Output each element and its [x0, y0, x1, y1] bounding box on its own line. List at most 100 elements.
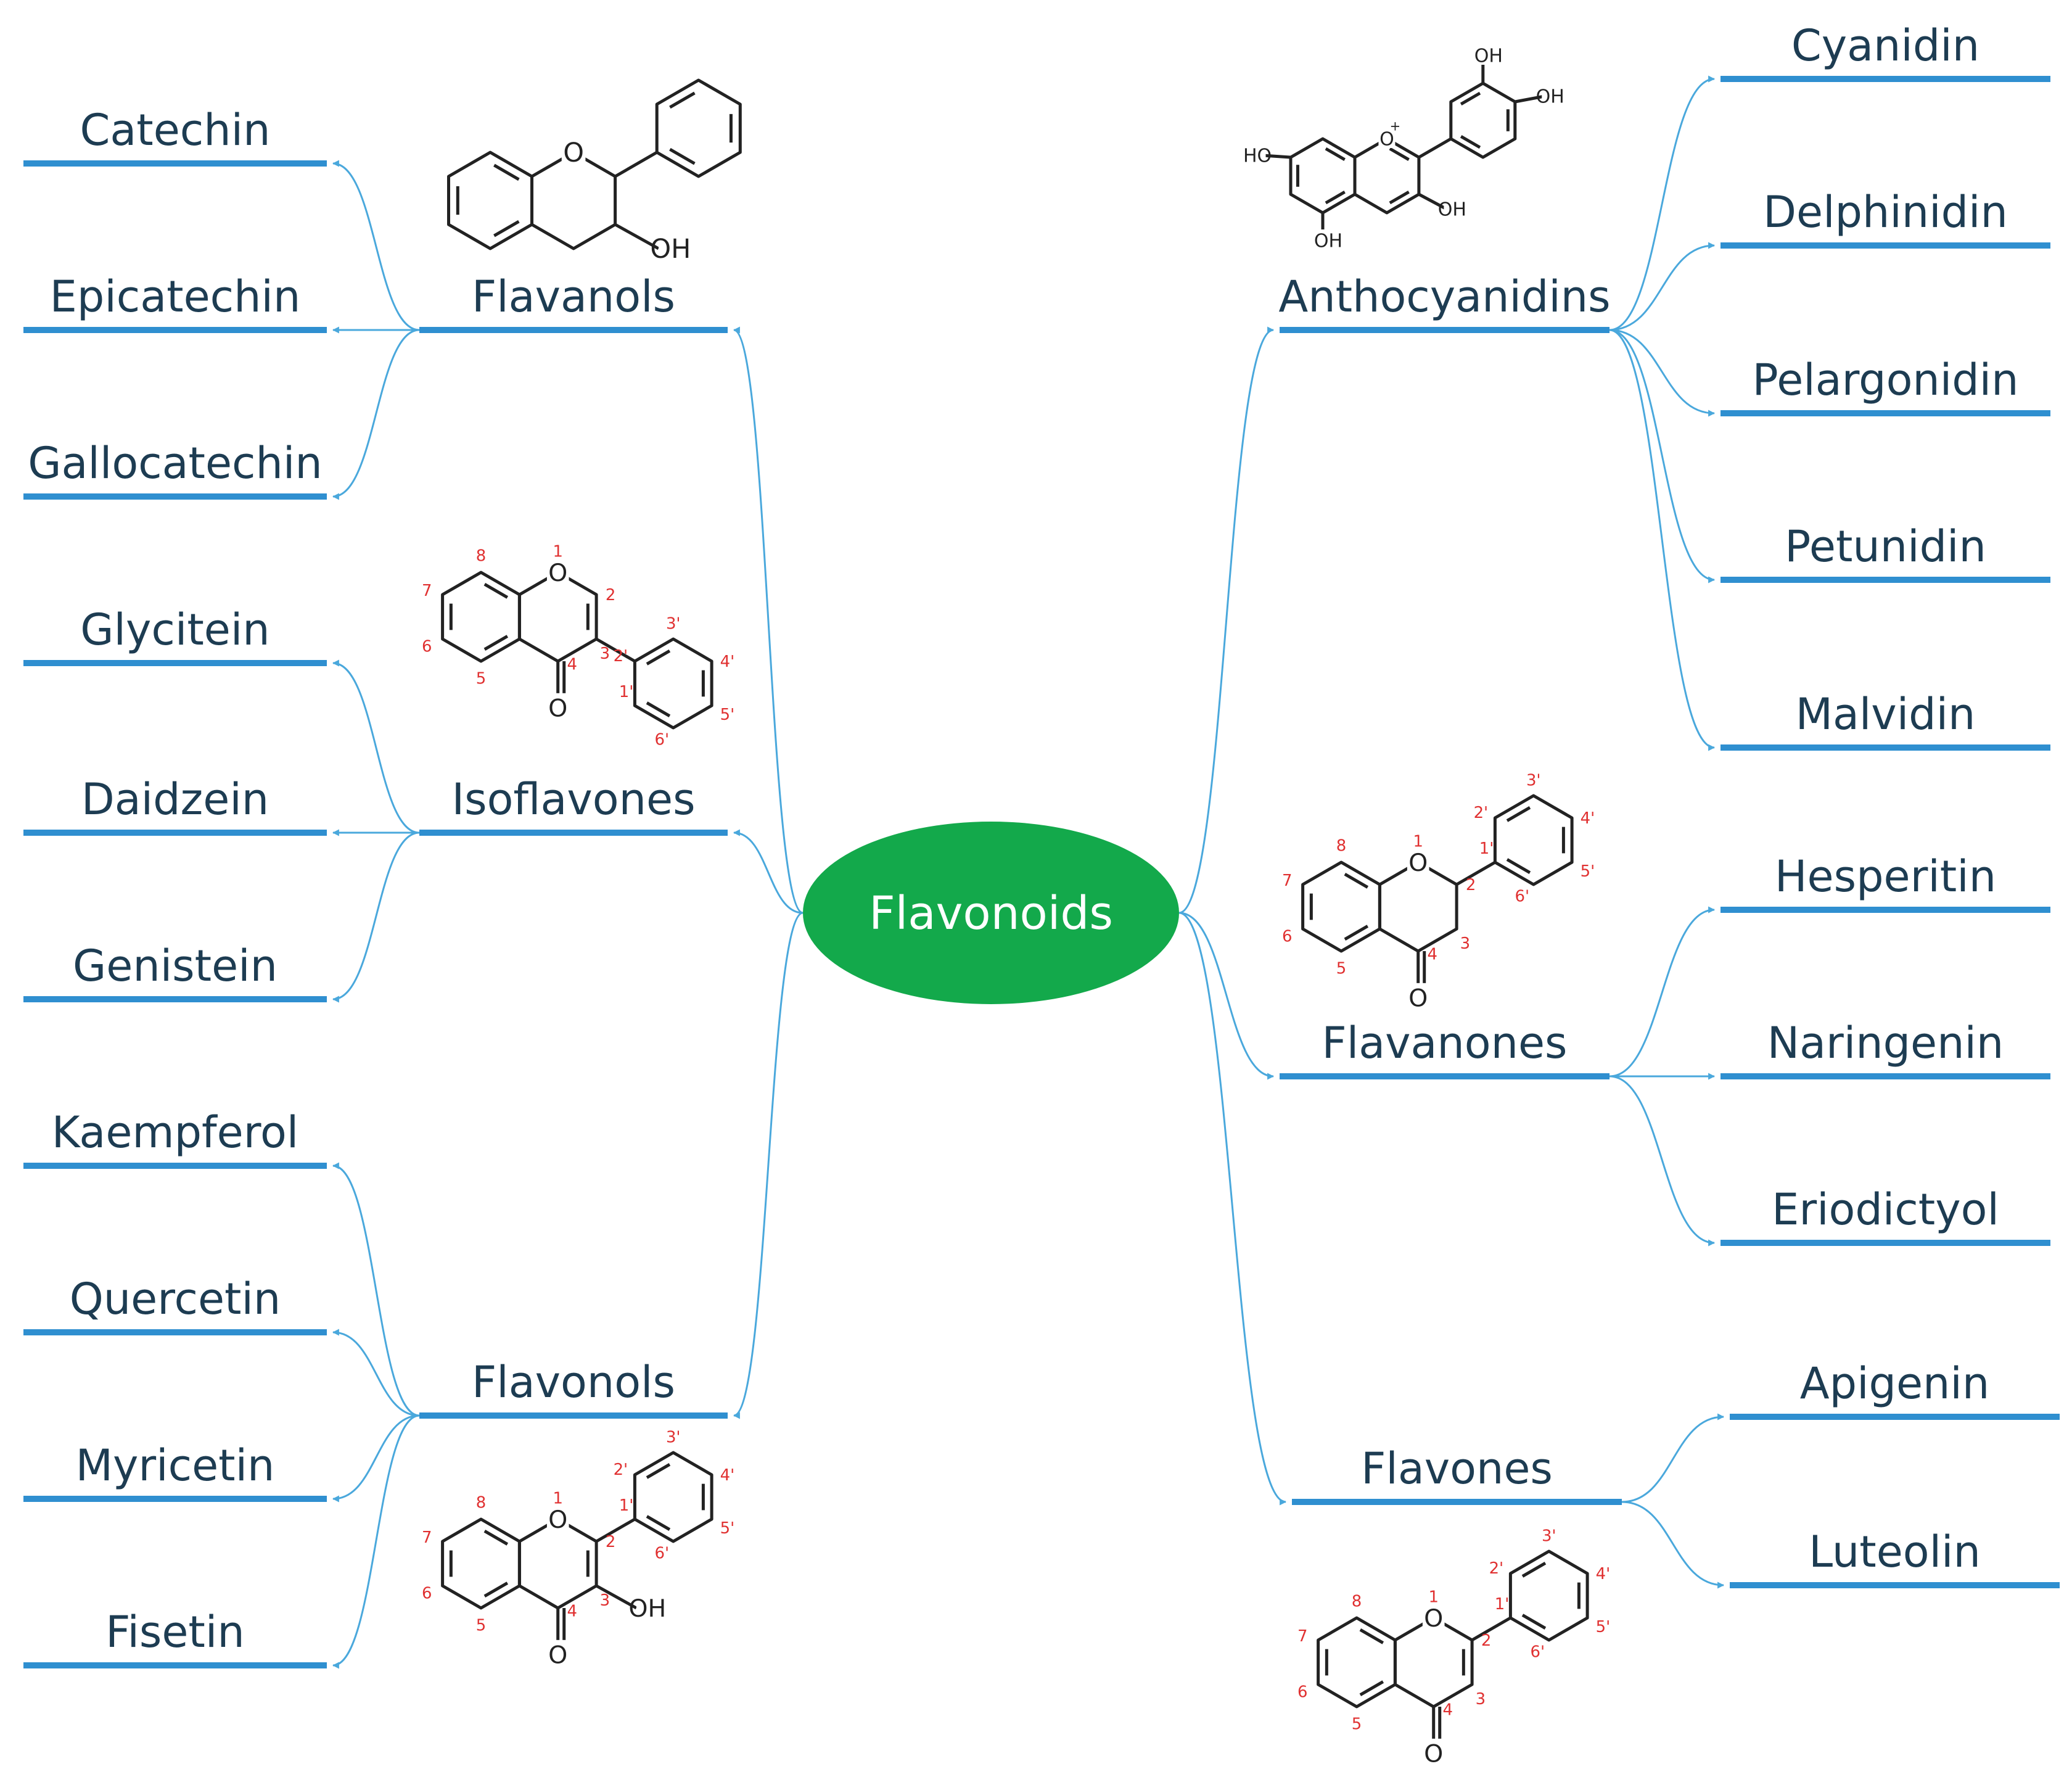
- flavones-number-6: 6: [1297, 1683, 1307, 1702]
- anthocyanidins-bond-phenyl: [1418, 137, 1452, 159]
- flavanones-ring-o-bg: [1407, 847, 1429, 875]
- flavones-ring-o-bg: [1422, 1603, 1445, 1630]
- connector-flavonols-myricetin: [332, 1414, 420, 1503]
- flavanols-oh: OH: [650, 234, 691, 265]
- connector-flavanones-eriodictyol: [1609, 1075, 1716, 1247]
- anthocyanidins-oh-4p: OH: [1536, 86, 1564, 108]
- flavonols-bond-a2: [483, 1581, 509, 1598]
- isoflavones-number-3: 3: [600, 645, 610, 663]
- isoflavones-number-2p: 2': [614, 647, 628, 666]
- flavonols-number-8: 8: [476, 1493, 486, 1512]
- flavanones-bond-phenyl: [1455, 860, 1496, 886]
- flavonols-number-1: 1: [553, 1490, 562, 1508]
- isoflavones-carbonyl-o: O: [548, 694, 567, 722]
- flavonols-number-3p: 3': [666, 1429, 681, 1447]
- flavanones-bond-b2: [1506, 858, 1531, 874]
- anthocyanidins-bond-b2: [1460, 135, 1481, 149]
- anthocyanidins-bond-c1: [1389, 191, 1410, 205]
- flavanones-number-1p: 1': [1479, 839, 1494, 858]
- flavanones-ring-o: O: [1408, 849, 1428, 877]
- isoflavones-carbonyl-o-bg: [546, 693, 569, 720]
- isoflavones-bond-phenyl: [595, 637, 636, 663]
- branch-flavanones: Flavanones: [1322, 1018, 1567, 1068]
- isoflavones-number-7: 7: [422, 582, 432, 600]
- connector-flavonols-kaempferol: [332, 1162, 420, 1417]
- isoflavones-number-4p: 4': [720, 653, 735, 671]
- flavonols-number-5p: 5': [720, 1519, 735, 1538]
- isoflavones-number-2: 2: [606, 586, 615, 604]
- leaf-catechin: Catechin: [80, 105, 271, 155]
- leaf-apigenin: Apigenin: [1800, 1358, 1989, 1409]
- flavanones-number-3p: 3': [1526, 772, 1541, 790]
- isoflavones-ring-a: [441, 571, 521, 663]
- flavanones-ring-a: [1301, 860, 1381, 953]
- flavanones-number-1: 1: [1413, 833, 1423, 851]
- flavones-ring-a: [1317, 1616, 1397, 1709]
- flavanols-ring-o-bg: [561, 136, 586, 166]
- flavonols-bond-oh: [595, 1584, 638, 1610]
- flavanones-number-5: 5: [1336, 960, 1346, 978]
- flavanones-carbonyl-o-bg: [1407, 983, 1429, 1010]
- flavones-ring-o: O: [1424, 1604, 1443, 1633]
- leaf-hesperitin: Hesperitin: [1775, 851, 1996, 902]
- isoflavones-ring-o-bg: [546, 558, 569, 585]
- leaf-epicatechin: Epicatechin: [50, 271, 301, 322]
- flavanones-bond-a3: [1344, 873, 1369, 889]
- flavanols-bond-oh: [614, 223, 660, 250]
- branch-isoflavones: Isoflavones: [451, 774, 695, 825]
- anthocyanidins-oh-5-bg: [1320, 229, 1337, 250]
- flavones-carbonyl-o-bg: [1422, 1738, 1445, 1766]
- isoflavones-number-6: 6: [422, 638, 432, 656]
- connector-flavones-luteolin: [1621, 1501, 1725, 1589]
- leaf-myricetin: Myricetin: [76, 1440, 275, 1491]
- flavones-number-5p: 5': [1596, 1618, 1611, 1636]
- connector-isoflavones-glycitein: [332, 659, 420, 834]
- flavanones-number-4: 4: [1428, 946, 1437, 964]
- flavones-number-5: 5: [1352, 1715, 1362, 1734]
- leaf-eriodictyol: Eriodictyol: [1772, 1184, 1999, 1235]
- connector-flavones-apigenin: [1621, 1413, 1725, 1503]
- anthocyanidins-bond-c2: [1389, 147, 1410, 161]
- leaf-daidzein: Daidzein: [81, 774, 269, 825]
- nodes: FlavonoidsFlavanolsCatechinEpicatechinGa…: [23, 20, 2060, 1668]
- anthocyanidins-ring-a: [1289, 137, 1357, 215]
- anthocyanidins-ho-7-bg: [1249, 144, 1266, 165]
- connector-root-flavones: [1178, 912, 1287, 1506]
- leaf-kaempferol: Kaempferol: [52, 1107, 298, 1158]
- isoflavones-bond-a2: [483, 635, 509, 651]
- flavonols-number-7: 7: [422, 1528, 432, 1547]
- flavonols-number-2p: 2': [614, 1461, 628, 1479]
- anthocyanidins-oh-3-bg: [1444, 198, 1461, 218]
- flavones-number-7: 7: [1297, 1627, 1307, 1646]
- anthocyanidins-bond-b1: [1460, 91, 1481, 105]
- isoflavones-number-1: 1: [553, 543, 562, 561]
- flavones-number-3p: 3': [1542, 1527, 1556, 1546]
- flavanones-number-2: 2: [1466, 876, 1476, 894]
- anthocyanidins-bond-a2: [1325, 191, 1346, 205]
- connector-isoflavones-genistein: [332, 831, 420, 1003]
- isoflavones-number-5p: 5': [720, 706, 735, 724]
- branch-anthocyanidins: Anthocyanidins: [1278, 271, 1610, 322]
- anthocyanidins-oh-5: OH: [1314, 231, 1342, 252]
- flavonols-bond-a3: [483, 1530, 509, 1546]
- connectors: [332, 75, 1725, 1669]
- flavonols-number-6: 6: [422, 1585, 432, 1603]
- isoflavones-number-8: 8: [476, 546, 486, 565]
- leaf-pelargonidin: Pelargonidin: [1753, 355, 2019, 405]
- flavonols-oh: OH: [628, 1594, 666, 1623]
- anthocyanidins-bond-ho-7: [1262, 154, 1291, 159]
- flavanones-number-4p: 4': [1581, 809, 1595, 828]
- flavonols-number-1p: 1': [619, 1496, 634, 1515]
- flavanones-bond-a2: [1344, 925, 1369, 941]
- connector-anthocyanidins-malvidin: [1609, 329, 1716, 751]
- connector-flavonols-fisetin: [332, 1414, 420, 1669]
- flavones-number-2p: 2': [1489, 1559, 1504, 1578]
- flavanols-ring-a: [447, 151, 533, 250]
- connector-anthocyanidins-pelargonidin: [1609, 329, 1716, 417]
- branch-flavonols: Flavonols: [472, 1357, 675, 1408]
- isoflavones-bond-b2: [646, 701, 671, 717]
- connector-flavanols-gallocatechin: [332, 329, 420, 500]
- connector-root-isoflavones: [733, 829, 804, 914]
